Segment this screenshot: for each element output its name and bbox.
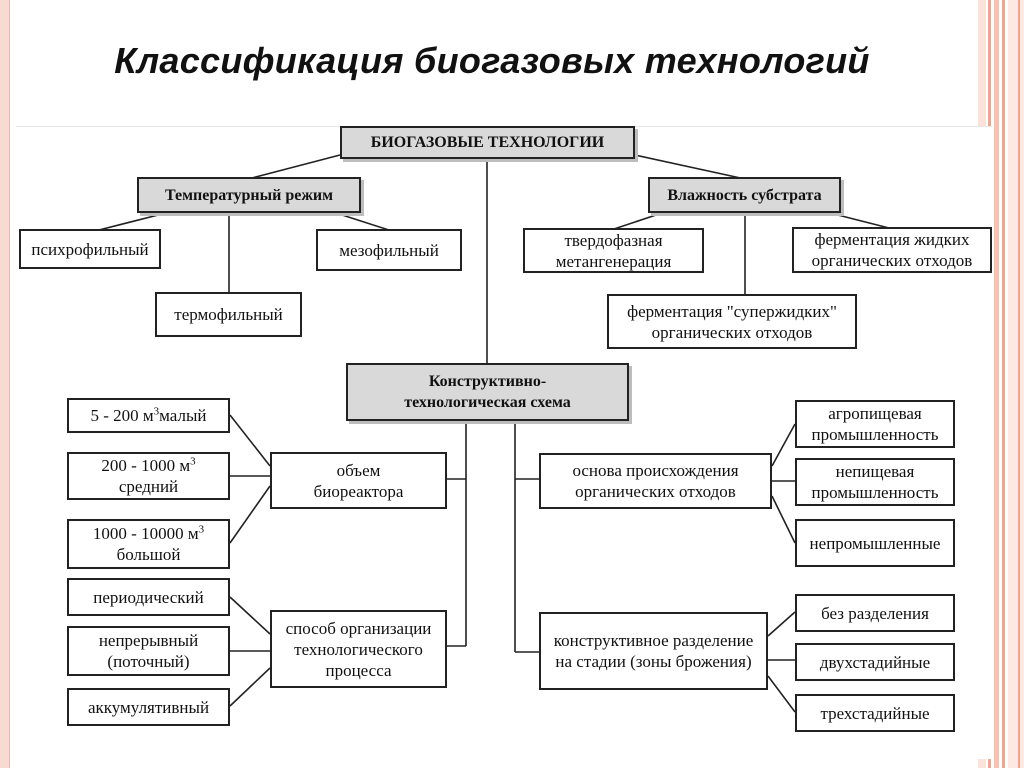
volume-small-suffix: малый bbox=[159, 406, 207, 425]
psychrophilic-node: психрофильный bbox=[19, 229, 161, 269]
non-industrial-node: непромышленные bbox=[795, 519, 955, 567]
three-stage-node: трехстадийные bbox=[795, 694, 955, 732]
slide-stripe-6 bbox=[1018, 0, 1020, 768]
volume-large-prefix: 1000 - 10000 м bbox=[92, 524, 199, 543]
no-separation-node: без разделения bbox=[795, 594, 955, 632]
reactor-volume-node: объем биореактора bbox=[270, 452, 447, 509]
waste-origin-line1: основа происхождения bbox=[572, 461, 739, 480]
periodic-node: периодический bbox=[67, 578, 230, 616]
volume-large-line1: 1000 - 10000 м3 bbox=[93, 523, 204, 544]
continuous-line2: (поточный) bbox=[107, 652, 190, 671]
process-organization-line2: технологического bbox=[294, 639, 423, 659]
slide-stripe-3 bbox=[994, 0, 999, 768]
process-organization-node: способ организации технологического проц… bbox=[270, 610, 447, 688]
thermophilic-node: термофильный bbox=[155, 292, 302, 337]
volume-large-exp: 3 bbox=[198, 523, 205, 536]
slide-stripe-4 bbox=[1002, 0, 1005, 768]
superliquid-fermentation-node: ферментация "супержидких" органических о… bbox=[607, 294, 857, 349]
reactor-volume-line2: биореактора bbox=[313, 481, 404, 501]
temperature-header-label: Температурный режим bbox=[164, 186, 334, 204]
two-stage-label: двухстадийные bbox=[819, 652, 931, 672]
volume-medium-prefix: 200 - 1000 м bbox=[101, 456, 191, 475]
superliquid-line1: ферментация "супержидких" bbox=[627, 301, 837, 321]
liquid-fermentation-node: ферментация жидких органических отходов bbox=[792, 227, 992, 273]
no-separation-label: без разделения bbox=[821, 603, 929, 623]
humidity-header-label: Влажность субстрата bbox=[667, 186, 822, 204]
agro-food-line2: промышленность bbox=[811, 425, 939, 444]
volume-small-exp: 3 bbox=[153, 405, 160, 418]
root-node-label: БИОГАЗОВЫЕ ТЕХНОЛОГИИ bbox=[370, 134, 605, 151]
design-scheme-line2: технологическая схема bbox=[404, 394, 571, 411]
two-stage-node: двухстадийные bbox=[795, 643, 955, 681]
reactor-volume-line1: объем bbox=[336, 460, 381, 480]
psychrophilic-label: психрофильный bbox=[31, 239, 149, 259]
periodic-label: периодический bbox=[93, 587, 204, 607]
continuous-line1: непрерывный bbox=[98, 631, 199, 650]
thermophilic-label: термофильный bbox=[174, 305, 283, 324]
volume-medium-exp: 3 bbox=[190, 455, 196, 468]
waste-origin-line2: органических отходов bbox=[575, 482, 736, 501]
stage-separation-line1: конструктивное разделение bbox=[553, 631, 754, 650]
design-scheme-line1: Конструктивно- bbox=[428, 373, 547, 390]
solid-phase-line1: твердофазная bbox=[564, 230, 663, 250]
superliquid-line2: органических отходов bbox=[651, 322, 813, 342]
slide-left-border bbox=[0, 0, 10, 768]
volume-small-prefix: 5 - 200 м bbox=[90, 406, 154, 425]
agro-food-line1: агропищевая bbox=[828, 404, 922, 423]
mesophilic-node: мезофильный bbox=[316, 229, 462, 271]
slide-stripe-5 bbox=[1008, 0, 1024, 768]
agro-food-node: агропищевая промышленность bbox=[795, 400, 955, 448]
volume-medium-node: 200 - 1000 м3 средний bbox=[67, 452, 230, 500]
accumulative-node: аккумулятивный bbox=[67, 688, 230, 726]
mesophilic-label: мезофильный bbox=[339, 240, 439, 260]
solid-phase-line2: метангенерация bbox=[555, 251, 672, 271]
root-node: БИОГАЗОВЫЕ ТЕХНОЛОГИИ bbox=[340, 126, 635, 159]
solid-phase-node: твердофазная метангенерация bbox=[523, 228, 704, 273]
waste-origin-node: основа происхождения органических отходо… bbox=[539, 453, 772, 509]
temperature-header: Температурный режим bbox=[137, 177, 361, 213]
accumulative-label: аккумулятивный bbox=[87, 697, 210, 717]
humidity-header: Влажность субстрата bbox=[648, 177, 841, 213]
process-organization-line3: процесса bbox=[325, 660, 392, 680]
volume-small-node: 5 - 200 м3малый bbox=[67, 398, 230, 433]
non-food-line2: промышленность bbox=[811, 483, 939, 502]
continuous-node: непрерывный (поточный) bbox=[67, 626, 230, 676]
non-food-node: непищевая промышленность bbox=[795, 458, 955, 506]
stage-separation-line2: на стадии (зоны брожения) bbox=[555, 652, 752, 671]
stage-separation-node: конструктивное разделение на стадии (зон… bbox=[539, 612, 768, 690]
liquid-fermentation-line2: органических отходов bbox=[811, 251, 973, 270]
volume-medium-line2: средний bbox=[118, 477, 179, 496]
non-food-line1: непищевая bbox=[835, 462, 915, 481]
three-stage-label: трехстадийные bbox=[820, 703, 930, 723]
non-industrial-label: непромышленные bbox=[809, 533, 941, 553]
design-scheme-header: Конструктивно- технологическая схема bbox=[346, 363, 629, 421]
volume-large-node: 1000 - 10000 м3 большой bbox=[67, 519, 230, 569]
volume-large-line2: большой bbox=[116, 545, 181, 564]
volume-small-label: 5 - 200 м3малый bbox=[90, 405, 206, 426]
liquid-fermentation-line1: ферментация жидких bbox=[814, 230, 970, 249]
slide-title: Классификация биогазовых технологий bbox=[114, 40, 870, 81]
volume-medium-line1: 200 - 1000 м3 bbox=[101, 455, 195, 476]
process-organization-line1: способ организации bbox=[285, 618, 432, 638]
